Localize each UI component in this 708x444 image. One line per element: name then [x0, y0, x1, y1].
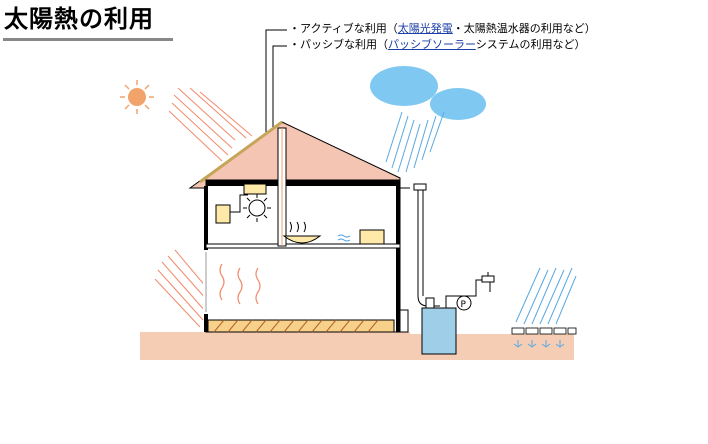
faucet-icon [481, 272, 495, 283]
lightbulb-icon [243, 194, 271, 222]
sun-rays-upper [168, 87, 253, 162]
water-heater-icon [337, 229, 385, 245]
legend-active: ・アクティブな利用（太陽光発電・太陽熱温水器の利用など） [289, 22, 596, 36]
legend-active-suffix: ・太陽熱温水器の利用など） [452, 22, 596, 35]
pump-icon: P [456, 295, 472, 311]
legend-passive: ・パッシブな利用（パッシブソーラーシステムの利用など） [289, 38, 585, 52]
legend-active-prefix: ・アクティブな利用（ [289, 22, 398, 35]
ground [140, 332, 410, 360]
sun-rays-lower [154, 249, 208, 328]
solar-power-link[interactable]: 太陽光発電 [397, 22, 453, 35]
svg-text:P: P [461, 300, 467, 310]
drainage-blocks [511, 327, 577, 335]
downpipe [413, 183, 440, 307]
passive-solar-link[interactable]: パッシブソーラー [388, 38, 476, 51]
legend-passive-suffix: システムの利用など） [475, 38, 586, 51]
legend-passive-prefix: ・パッシブな利用（ [289, 38, 388, 51]
roof [188, 121, 401, 189]
rainwater-tank [421, 279, 491, 355]
title-underline [3, 38, 173, 41]
cloud-icon [370, 66, 486, 120]
sun-icon [120, 80, 154, 114]
rain-over-roof [385, 111, 445, 173]
house-frame [205, 179, 401, 333]
heat-waves [219, 263, 261, 305]
bathtub-icon [282, 221, 322, 244]
upper-floor [205, 243, 401, 249]
rain-on-ground [515, 267, 577, 325]
solar-water-heater-icon [277, 127, 287, 247]
ground-water-drops [513, 340, 565, 348]
page-title: 太陽熱の利用 [4, 5, 154, 33]
attic-equipment [215, 183, 267, 224]
